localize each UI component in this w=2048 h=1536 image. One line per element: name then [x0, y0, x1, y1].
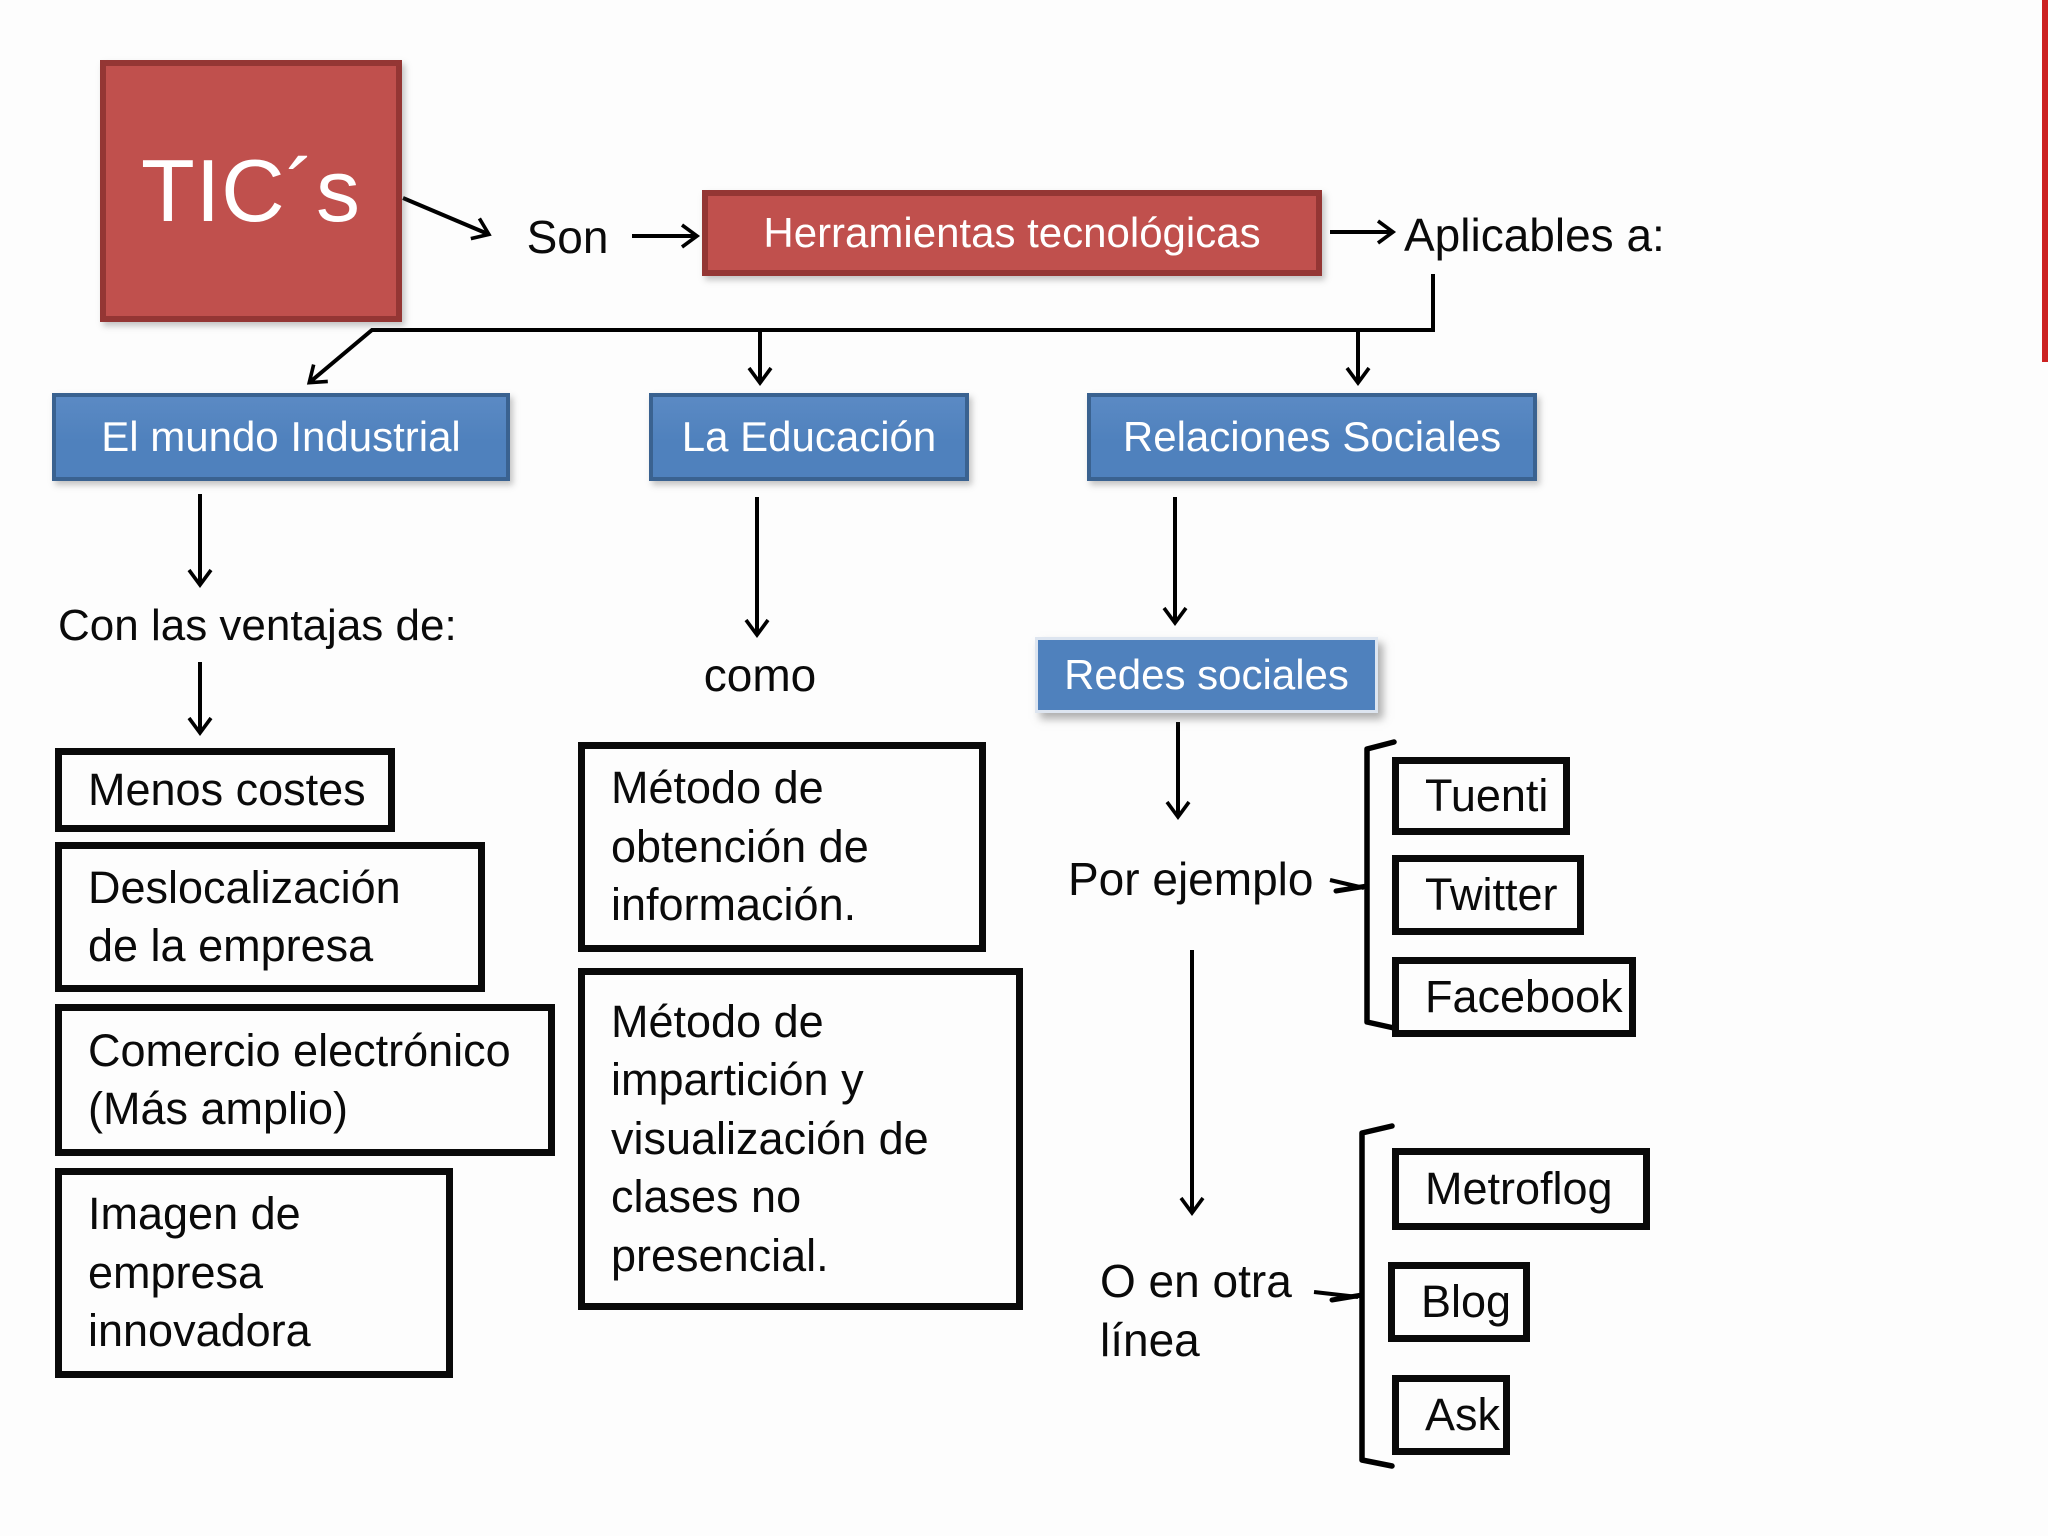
node-mundo-industrial-label: El mundo Industrial	[101, 413, 461, 460]
node-metodo-imparticion-label: Método de impartición y visualización de…	[611, 995, 929, 1281]
label-como: como	[703, 649, 817, 701]
node-blog-label: Blog	[1421, 1275, 1512, 1327]
bracket-ejemplos-tick	[1333, 883, 1370, 894]
node-metodo-obtencion: Método de obtención de información.	[578, 742, 986, 952]
bracket-otros-tick	[1329, 1292, 1365, 1303]
node-menos-costes-label: Menos costes	[88, 763, 366, 815]
node-imagen-empresa: Imagen de empresa innovadora	[55, 1168, 453, 1378]
node-redes-sociales-label: Redes sociales	[1064, 651, 1349, 698]
node-imagen-empresa-label: Imagen de empresa innovadora	[88, 1188, 311, 1357]
node-comercio-electronico-label: Comercio electrónico (Más amplio)	[88, 1024, 511, 1135]
node-relaciones-sociales-label: Relaciones Sociales	[1122, 413, 1502, 460]
label-o-en-otra-linea: O en otra línea	[1100, 1255, 1292, 1366]
node-twitter: Twitter	[1392, 855, 1584, 935]
node-twitter-label: Twitter	[1425, 868, 1558, 920]
label-por-ejemplo: Por ejemplo	[1068, 853, 1314, 905]
node-tics: TIC´s	[100, 60, 402, 322]
node-tuenti-label: Tuenti	[1425, 769, 1549, 821]
node-ask: Ask	[1392, 1375, 1510, 1455]
node-tics-label: TIC´s	[140, 141, 362, 240]
node-deslocalizacion-label: Deslocalización de la empresa	[88, 861, 401, 972]
node-blog: Blog	[1388, 1262, 1530, 1342]
right-edge-red-strip	[2042, 0, 2048, 362]
node-mundo-industrial: El mundo Industrial	[52, 393, 510, 481]
node-metroflog-label: Metroflog	[1425, 1162, 1613, 1214]
node-relaciones-sociales: Relaciones Sociales	[1087, 393, 1537, 481]
node-metodo-imparticion: Método de impartición y visualización de…	[578, 968, 1023, 1310]
node-la-educacion-label: La Educación	[681, 413, 937, 460]
node-herramientas-label: Herramientas tecnológicas	[763, 209, 1261, 256]
node-tuenti: Tuenti	[1392, 757, 1570, 835]
node-menos-costes: Menos costes	[55, 748, 395, 832]
node-redes-sociales: Redes sociales	[1035, 637, 1378, 713]
node-la-educacion: La Educación	[649, 393, 969, 481]
label-aplicables: Aplicables a:	[1404, 209, 1665, 261]
label-con-las-ventajas: Con las ventajas de:	[58, 601, 457, 650]
node-metroflog: Metroflog	[1392, 1148, 1650, 1230]
node-herramientas: Herramientas tecnológicas	[702, 190, 1322, 276]
tick-porejemplo-to-bracket	[1329, 878, 1365, 890]
node-deslocalizacion: Deslocalización de la empresa	[55, 842, 485, 992]
bracket-ejemplos	[1364, 739, 1397, 1031]
arrow-tics-to-son	[402, 196, 492, 241]
node-facebook-label: Facebook	[1425, 970, 1623, 1022]
node-metodo-obtencion-label: Método de obtención de información.	[611, 762, 869, 931]
node-comercio-electronico: Comercio electrónico (Más amplio)	[55, 1004, 555, 1156]
node-facebook: Facebook	[1392, 957, 1636, 1037]
label-son: Son	[526, 211, 609, 263]
connector-aplicables-to-industrial	[306, 274, 1435, 385]
node-ask-label: Ask	[1425, 1388, 1501, 1440]
